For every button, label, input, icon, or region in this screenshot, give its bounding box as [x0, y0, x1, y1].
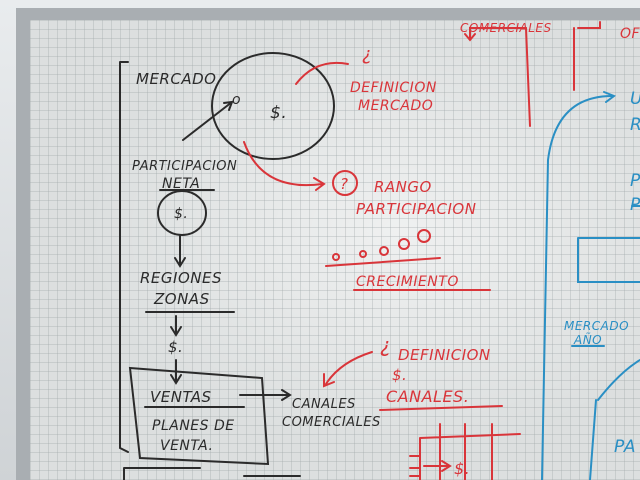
- share-circle: [157, 190, 207, 236]
- market-circle: [211, 52, 335, 160]
- black-text: MERCADO o $. PARTICIPACION NETA $. REGIO…: [132, 70, 381, 454]
- growth-dot-5: [417, 229, 431, 243]
- top-right-bracket: [573, 21, 601, 91]
- blue-drawing: [541, 91, 640, 480]
- mercado-red-label: MERCADO: [358, 98, 433, 114]
- mercado-label: MERCADO: [136, 70, 216, 88]
- blue-fragment-u: U: [630, 89, 640, 109]
- canales-red-label: CANALES.: [386, 387, 469, 406]
- arrow-to-ventas: [170, 359, 182, 385]
- venta-label: VENTA.: [160, 438, 213, 454]
- question-mark-2: ?: [340, 175, 348, 193]
- comerciales-arrow: [464, 27, 527, 42]
- growth-dot-3: [379, 246, 389, 256]
- crecimiento-label: CRECIMIENTO: [356, 274, 459, 290]
- growth-dot-1: [332, 253, 340, 261]
- bottom-dollar-label: $.: [454, 459, 470, 478]
- participacion-label: PARTICIPACION: [132, 159, 237, 174]
- arrow-to-bottom-dollar: [423, 460, 452, 472]
- definicion-label: DEFINICION: [350, 80, 437, 96]
- definicion-2-label: DEFINICION: [398, 346, 491, 364]
- red-text: COMERCIALES OF ¿ DEFINICION MERCADO ? RA…: [340, 21, 640, 478]
- red-drawing: [243, 21, 601, 480]
- curve-to-rango: [243, 141, 326, 191]
- ventas-label: VENTAS: [150, 388, 212, 406]
- question-mark-1: ¿: [362, 44, 372, 65]
- pa-label: PA: [614, 437, 636, 457]
- top-right-fragment: OF: [620, 26, 640, 42]
- rango-label: RANGO: [374, 178, 432, 196]
- circle-o-label: o: [232, 92, 241, 108]
- arrow-to-dollar: [170, 315, 182, 337]
- blue-fragment-big-p: P: [630, 195, 640, 215]
- blue-left-curve: [541, 95, 613, 480]
- small-circle-dollar-label: $.: [174, 206, 188, 222]
- whiteboard-surface: [30, 20, 640, 480]
- question-circle: [332, 170, 358, 196]
- red-dollar-label: $.: [392, 366, 407, 384]
- comerciales-top-label: COMERCIALES: [460, 21, 552, 35]
- question-mark-3: ¿: [380, 333, 391, 357]
- blue-curve-bottom: [597, 359, 640, 401]
- zonas-label: ZONAS: [153, 290, 210, 308]
- mercado-ano-label-1: MERCADO: [564, 319, 629, 333]
- ventas-box: [128, 366, 270, 466]
- blue-box: [577, 237, 640, 283]
- dollar-mid-label: $.: [168, 338, 183, 356]
- regiones-label: REGIONES: [140, 269, 222, 287]
- arrow-to-canales: [239, 389, 292, 401]
- circle-dollar-label: $.: [270, 103, 287, 123]
- bottom-grid-ticks: [409, 455, 421, 477]
- mercado-ano-label-2: AÑO: [573, 332, 602, 347]
- blue-fragment-r: R: [630, 115, 640, 135]
- comerciales-label: COMERCIALES: [282, 415, 381, 430]
- canales-underline: [379, 405, 503, 411]
- bottom-grid: [419, 423, 521, 480]
- growth-baseline: [325, 257, 441, 267]
- canales-label: CANALES: [292, 397, 356, 412]
- growth-dot-2: [359, 250, 367, 258]
- left-bracket-line: [119, 61, 129, 453]
- planes-de-label: PLANES DE: [152, 418, 235, 434]
- curve-to-definicion: [295, 62, 349, 85]
- black-drawing: [119, 52, 335, 480]
- bottom-box-fragment-1: [123, 467, 201, 480]
- neta-label: NETA: [162, 176, 200, 192]
- blue-text: U R P P MERCADO AÑO PA: [564, 89, 640, 457]
- blue-line-bottom: [589, 399, 597, 480]
- arrow-to-regiones: [174, 235, 186, 268]
- growth-dot-4: [398, 238, 410, 250]
- arrow-to-circle: [182, 100, 234, 141]
- comerciales-vertical: [525, 27, 531, 127]
- blue-fragment-p: P: [630, 171, 640, 191]
- participacion-red-label: PARTICIPACION: [356, 200, 476, 218]
- blue-arrowhead: [603, 91, 617, 103]
- curve-to-canales: [323, 351, 373, 388]
